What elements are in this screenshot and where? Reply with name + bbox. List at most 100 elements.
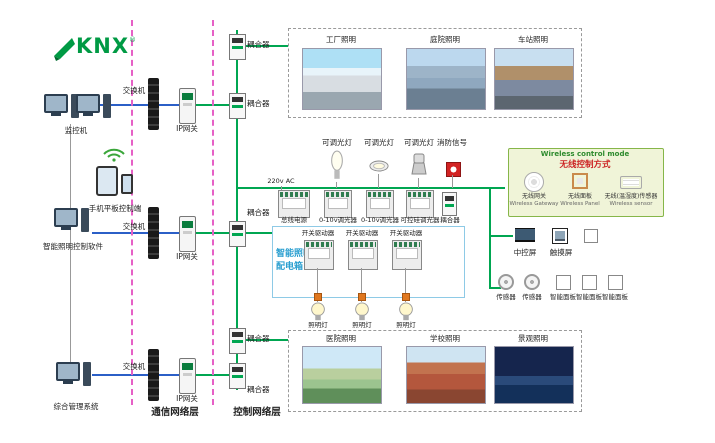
- scene-photo-school: [406, 346, 486, 404]
- wireless-gateway-label-zh: 无线网关: [521, 193, 546, 200]
- sensor-2-label: 传感器: [522, 293, 542, 301]
- wireless-sensor-icon: [620, 176, 642, 189]
- dim-light-1-label: 可调光灯: [322, 138, 352, 147]
- knx-logo-text: KNX: [76, 34, 130, 58]
- light-2-wire: [378, 174, 379, 188]
- network-switch-2: [148, 207, 159, 259]
- sensor-icon-1: [498, 274, 514, 290]
- network-switch-1: [148, 78, 159, 130]
- switch-actuator-device-2: [348, 240, 378, 270]
- tier1-pc-switch-line: [92, 104, 148, 106]
- ip-gateway-2-label: IP网关: [176, 252, 198, 261]
- smart-panel-2-label: 智能面板: [576, 293, 602, 301]
- wireless-sensor-label: 无线(温湿度)传感器 Wireless sensor: [602, 193, 660, 207]
- scene-photo-station: [494, 48, 574, 110]
- scene-photo-courtyard: [406, 48, 486, 110]
- lamp-3-label: 照明灯: [396, 321, 416, 329]
- scene-photo-hospital: [302, 346, 382, 404]
- light-1-wire: [336, 182, 337, 188]
- terminal-block-3: [402, 293, 410, 301]
- left-pc-backbone-line: [70, 124, 71, 368]
- bus-coupler-2: [229, 93, 246, 119]
- ip-gateway-1: [179, 88, 196, 124]
- knx-bus-line: [236, 30, 238, 390]
- lamp-1-wire: [317, 268, 318, 302]
- wireless-gateway-label: 无线网关 Wireless Gateway: [506, 193, 562, 207]
- alarm-wire: [452, 175, 453, 188]
- lamp-2-wire: [361, 268, 362, 302]
- wireless-sensor-label-en: Wireless sensor: [609, 200, 653, 207]
- smart-panel-icon-1: [556, 275, 571, 290]
- fire-alarm-icon: [446, 162, 461, 177]
- lamp-3-wire: [405, 268, 406, 302]
- monitor-pc-icon-2: [76, 94, 111, 118]
- bus-coupler-1: [229, 34, 246, 60]
- tier3-switch-gateway-line: [159, 374, 179, 376]
- layer-divider-left: [131, 20, 133, 405]
- sensor-1-label: 传感器: [496, 293, 516, 301]
- cabinet-coupler-device: [442, 192, 457, 216]
- scene-caption-school: 学校照明: [430, 334, 460, 343]
- spotlight-icon: [411, 153, 427, 175]
- scene-photo-factory: [302, 48, 382, 110]
- lamp-bulb-icon-2: [355, 302, 369, 321]
- fire-signal-label: 消防信号: [437, 138, 467, 147]
- scene-caption-station: 车站照明: [518, 35, 548, 44]
- thyristor-dimmer-label: 可控硅调光器: [400, 216, 440, 224]
- switch-3-label: 交换机: [122, 362, 146, 371]
- dimmer-0-10v-device-1: [324, 190, 352, 218]
- lamp-bulb-icon-3: [399, 302, 413, 321]
- switch-2-label: 交换机: [122, 222, 146, 231]
- control-panel-icon: [584, 229, 598, 243]
- lighting-cabinet-box: [272, 226, 465, 298]
- mains-wire: [281, 186, 282, 191]
- bus-coupler-5: [229, 363, 246, 389]
- cabinet-coupler-label: 耦合器: [440, 216, 460, 224]
- tier2-switch-gateway-line: [159, 232, 179, 234]
- touch-screen-icon: [552, 228, 568, 244]
- lamp-2-label: 照明灯: [352, 321, 372, 329]
- candle-bulb-icon: [331, 150, 343, 179]
- mobile-control-label: 手机平板控制端: [88, 204, 142, 213]
- tier3-gateway-bus-line: [194, 374, 237, 376]
- bus-power-supply-device: [278, 190, 310, 218]
- dim-light-3-label: 可调光灯: [404, 138, 434, 147]
- tier1-switch-gateway-line: [159, 104, 179, 106]
- bus-power-label: 总线电源: [281, 216, 307, 224]
- monitor-pc-label: 监控机: [64, 126, 88, 135]
- smart-panel-icon-2: [582, 275, 597, 290]
- scene-caption-factory: 工厂照明: [326, 35, 356, 44]
- phone-icon: [121, 174, 133, 194]
- light-3-wire: [418, 178, 419, 188]
- smart-panel-icon-3: [608, 275, 623, 290]
- lamp-bulb-icon-1: [311, 302, 325, 321]
- central-control-screen-icon: [512, 226, 538, 244]
- dimmer-2-label: 0-10v调光器: [360, 216, 400, 224]
- touch-screen-label: 触摸屏: [549, 248, 573, 257]
- tablet-icon: [96, 166, 118, 196]
- right-drop-line: [489, 187, 491, 288]
- bus-coupler-3: [229, 221, 246, 247]
- wireless-title-zh: 无线控制方式: [559, 160, 611, 170]
- dimmer-0-10v-device-2: [366, 190, 394, 218]
- management-system-label: 综合管理系统: [53, 402, 99, 411]
- smart-panel-1-label: 智能面板: [550, 293, 576, 301]
- network-switch-3: [148, 349, 159, 401]
- tier1-gateway-bus-line: [194, 104, 237, 106]
- cabinet-title-line2: 配电箱: [276, 262, 304, 272]
- wireless-title-en: Wireless control mode: [540, 150, 630, 158]
- coupler-3-label: 耦合器: [247, 208, 270, 217]
- wifi-icon: [103, 148, 125, 162]
- wireless-panel-label-zh: 无线面板: [567, 193, 592, 200]
- coupler4-bottombox-line: [237, 339, 288, 341]
- tier2-pc-switch-line: [92, 232, 148, 234]
- ip-gateway-3: [179, 358, 196, 394]
- central-control-screen-label: 中控屏: [513, 248, 537, 257]
- wireless-gateway-icon: [524, 172, 544, 192]
- switch-actuator-device-3: [392, 240, 422, 270]
- ip-gateway-3-label: IP网关: [176, 394, 198, 403]
- smart-panel-3-label: 智能面板: [602, 293, 628, 301]
- coupler-4-label: 耦合器: [247, 334, 270, 343]
- control-layer-label: 控制网络层: [233, 407, 281, 418]
